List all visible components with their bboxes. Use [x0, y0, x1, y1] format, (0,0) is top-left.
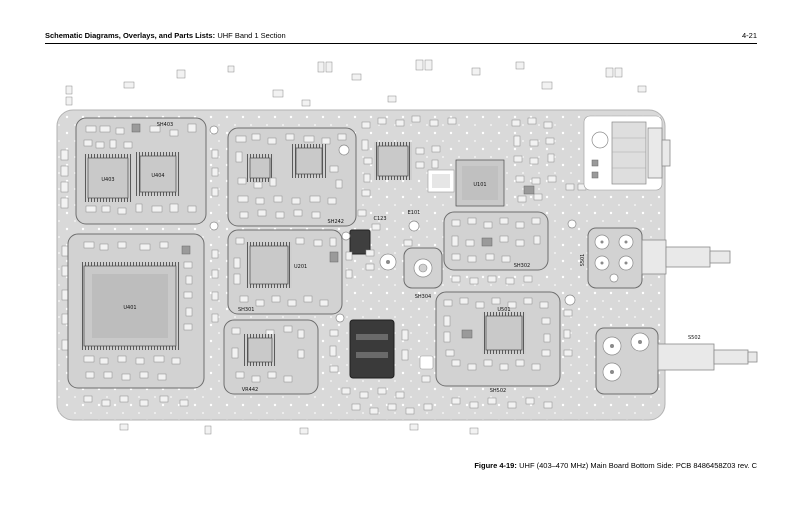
pad-e101: [408, 220, 420, 232]
header-title: Schematic Diagrams, Overlays, and Parts …: [45, 31, 286, 40]
ic-u501: [485, 315, 523, 351]
shield-region-u401: [67, 233, 205, 389]
lower-left-components: [83, 395, 189, 407]
ic-u403: [87, 157, 129, 199]
ic-u404: [139, 155, 177, 193]
label-e101: E101: [408, 210, 421, 216]
label-u403: U403: [101, 177, 114, 183]
mid-left-column-components: [211, 149, 219, 323]
connector-s502: [595, 327, 758, 395]
mid-right-row: [451, 275, 533, 285]
top-right-cluster: [357, 115, 557, 221]
ic-small-3: [247, 337, 273, 363]
right-column-components: [563, 183, 587, 357]
bottom-right-rows: [451, 397, 553, 409]
label-u401: U401: [123, 305, 136, 311]
component-labels: SH403 U403 U404 U401 SH242 U201 SH301 C1…: [101, 122, 700, 394]
label-sh302: SH302: [514, 263, 530, 269]
label-vr442: VR442: [242, 387, 258, 393]
left-edge-components: [60, 149, 70, 351]
connector-s501: [587, 227, 731, 289]
label-u201: U201: [294, 264, 307, 270]
shield-region-sh502: [435, 291, 561, 387]
label-sh502: SH502: [490, 388, 506, 394]
label-sh403: SH403: [157, 122, 173, 128]
ic-small-2: [295, 147, 323, 175]
ic-small-1: [249, 157, 271, 179]
vr-component: [419, 355, 434, 370]
figure-caption: Figure 4-19:UHF (403–470 MHz) Main Board…: [474, 461, 757, 470]
header-title-regular: UHF Band 1 Section: [217, 31, 286, 40]
label-sh242: SH242: [328, 219, 344, 225]
label-c123: C123: [373, 216, 386, 222]
label-s501: S501: [580, 254, 586, 267]
shield-region-sh304: [403, 247, 443, 289]
shield-region-sh242: [227, 127, 357, 227]
label-u501: U501: [497, 307, 510, 313]
shield-region-sh302: [443, 211, 549, 271]
label-sh304: SH304: [415, 294, 431, 300]
dark-component: [349, 229, 371, 255]
figure-caption-number: Figure 4-19:: [474, 461, 517, 470]
header-title-bold: Schematic Diagrams, Overlays, and Parts …: [45, 31, 216, 40]
bottom-edge-components: [119, 423, 479, 435]
shield-region-sh301: [227, 229, 343, 315]
top-edge-components: [65, 59, 647, 107]
power-module: [349, 319, 395, 379]
label-s502: S502: [688, 335, 701, 341]
mid-cluster: [345, 220, 420, 279]
shield-region-lower-middle: [223, 319, 319, 395]
board-holes: [209, 125, 577, 323]
label-u101: U101: [473, 182, 486, 188]
page-header: Schematic Diagrams, Overlays, and Parts …: [45, 31, 757, 44]
label-u404: U404: [151, 173, 164, 179]
ic-qfp-topright: [377, 145, 409, 177]
power-block-cluster: [329, 319, 434, 415]
figure-caption-text: UHF (403–470 MHz) Main Board Bottom Side…: [519, 461, 757, 470]
accessory-connector: [583, 115, 671, 191]
page-number: 4-21: [741, 31, 757, 40]
label-sh301: SH301: [238, 307, 254, 313]
shield-region-sh403: [75, 117, 207, 225]
ic-u201: [249, 245, 289, 285]
